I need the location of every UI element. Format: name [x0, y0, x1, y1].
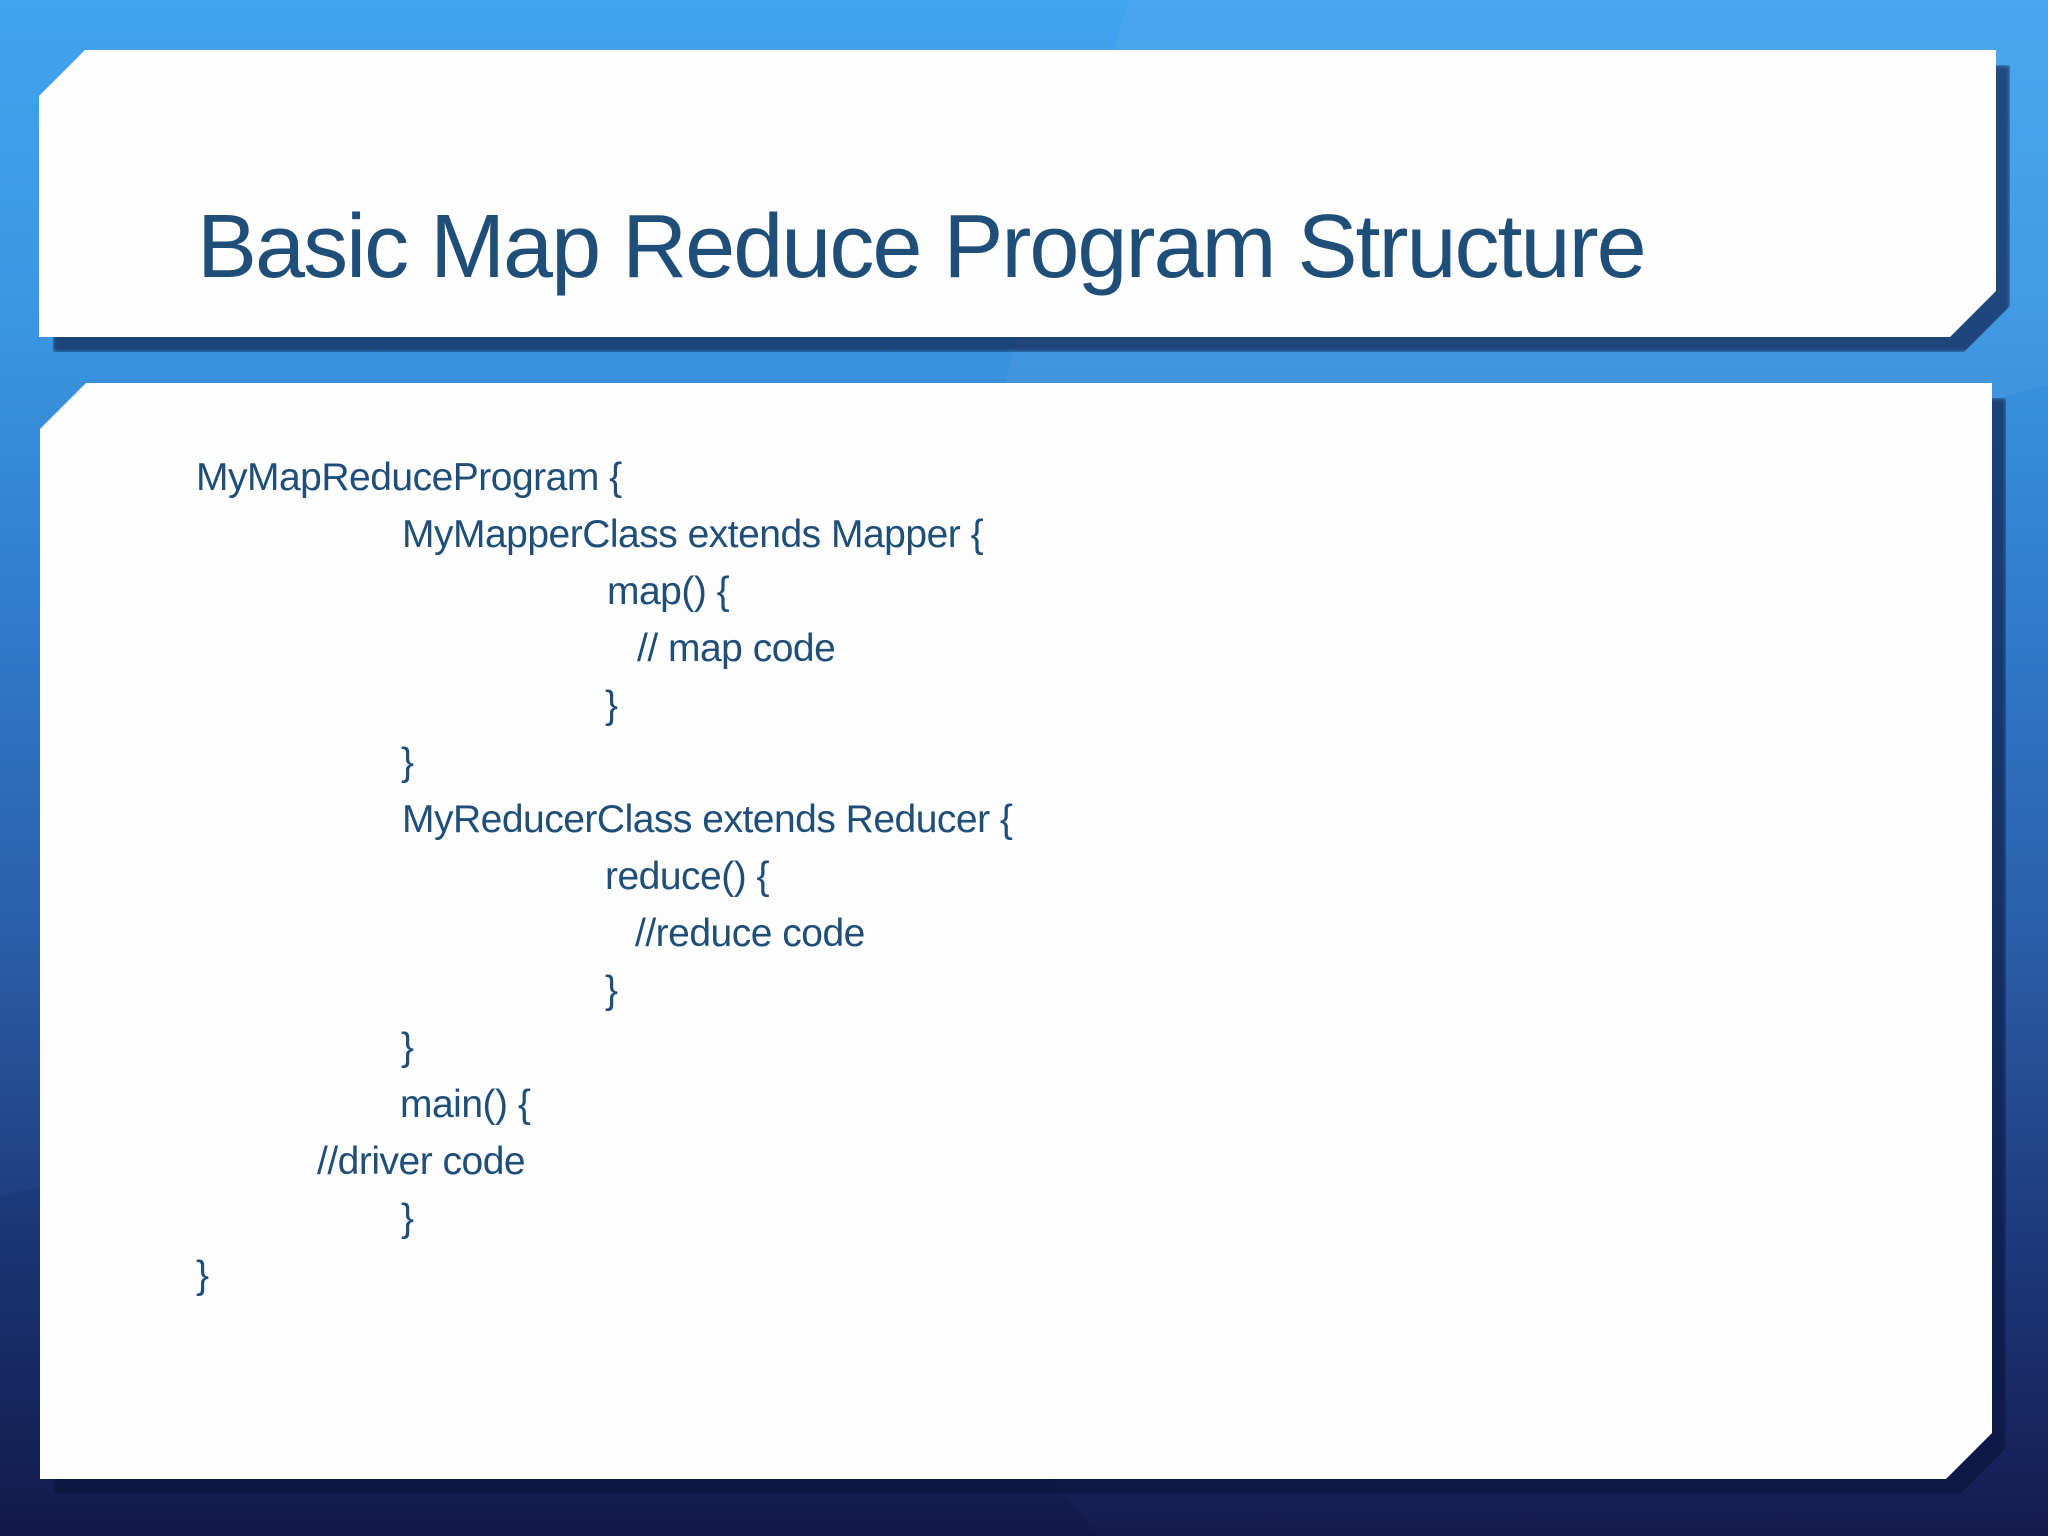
code-line: map() { — [607, 570, 730, 613]
title-panel: Basic Map Reduce Program Structure — [39, 50, 1996, 337]
code-line: } — [401, 741, 414, 784]
code-line: main() { — [400, 1083, 531, 1126]
code-line: } — [196, 1254, 209, 1297]
page-title: Basic Map Reduce Program Structure — [197, 197, 1645, 297]
code-block: MyMapReduceProgram { MyMapperClass extend… — [40, 449, 1992, 1304]
content-panel-wrap: MyMapReduceProgram { MyMapperClass extend… — [40, 383, 1992, 1479]
code-line: // map code — [637, 627, 836, 670]
code-line: MyMapperClass extends Mapper { — [402, 513, 984, 556]
code-line: } — [401, 1026, 414, 1069]
code-line: reduce() { — [605, 855, 770, 898]
code-line: } — [605, 684, 618, 727]
code-line: MyReducerClass extends Reducer { — [402, 798, 1013, 841]
code-line: MyMapReduceProgram { — [196, 456, 622, 499]
code-line: } — [401, 1197, 414, 1240]
content-panel: MyMapReduceProgram { MyMapperClass extend… — [40, 383, 1992, 1479]
code-line: //driver code — [317, 1140, 526, 1183]
title-panel-wrap: Basic Map Reduce Program Structure — [39, 50, 1996, 337]
code-line: } — [605, 969, 618, 1012]
code-line: //reduce code — [635, 912, 865, 955]
